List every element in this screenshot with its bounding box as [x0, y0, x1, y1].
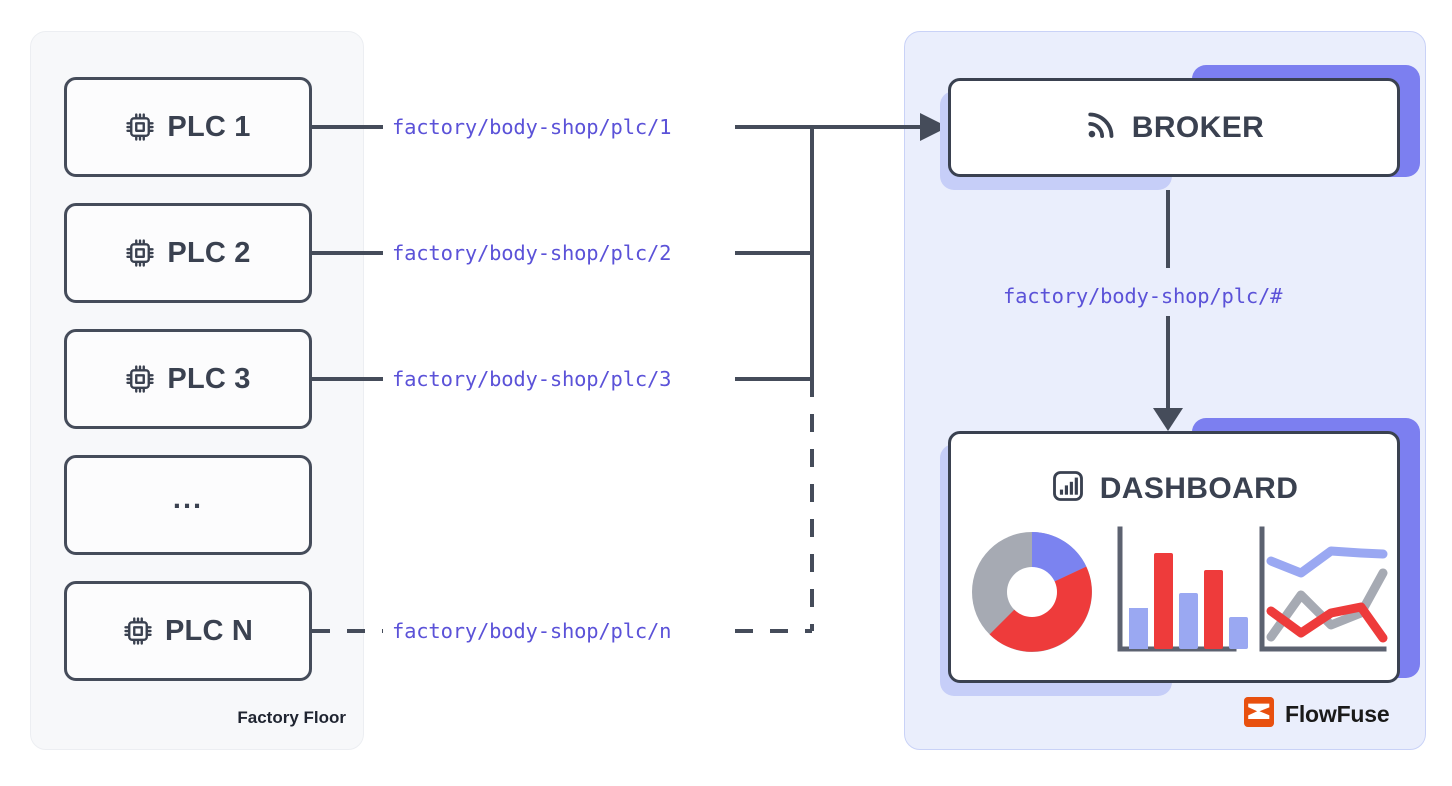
topic-label-plcn: factory/body-shop/plc/n	[392, 619, 672, 643]
donut-chart	[972, 532, 1092, 652]
plc-card-2[interactable]: PLC 2	[64, 203, 312, 303]
plc-label: PLC 2	[167, 236, 251, 269]
broker-card-face: BROKER	[948, 78, 1400, 177]
bar-chart	[1117, 526, 1248, 652]
chip-icon	[123, 616, 153, 646]
plc-card-3[interactable]: PLC 3	[64, 329, 312, 429]
dashboard-charts	[972, 526, 1388, 652]
plc-card-n[interactable]: PLC N	[64, 581, 312, 681]
flowfuse-brand: FlowFuse	[1244, 697, 1390, 732]
arrowhead-to-broker	[920, 113, 948, 141]
bar-chart-icon	[1050, 468, 1086, 509]
chip-icon	[125, 238, 155, 268]
factory-floor-label: Factory Floor	[237, 708, 346, 727]
chip-icon	[125, 364, 155, 394]
broker-title: BROKER	[1131, 110, 1265, 144]
plc-label: PLC 3	[167, 362, 251, 395]
flowfuse-name: FlowFuse	[1285, 701, 1390, 727]
plc-card-ellipsis: ...	[64, 455, 312, 555]
dashboard-title: DASHBOARD	[1099, 471, 1299, 505]
dashboard-card-face: DASHBOARD	[948, 431, 1400, 683]
plc-label: PLC N	[165, 614, 253, 647]
broker-card[interactable]: BROKER	[940, 65, 1420, 190]
arrowhead-to-dashboard	[1153, 408, 1183, 431]
flowfuse-logo-icon	[1244, 697, 1274, 732]
chip-icon	[125, 112, 155, 142]
topic-label-plc1: factory/body-shop/plc/1	[392, 115, 672, 139]
plc-card-1[interactable]: PLC 1	[64, 77, 312, 177]
dashboard-card[interactable]: DASHBOARD	[940, 418, 1420, 696]
line-chart	[1259, 526, 1388, 652]
rss-signal-icon	[1084, 108, 1118, 147]
topic-label-subscribe: factory/body-shop/plc/#	[1003, 284, 1283, 308]
plc-label: PLC 1	[167, 110, 251, 143]
ellipsis-label: ...	[172, 482, 204, 515]
topic-label-plc2: factory/body-shop/plc/2	[392, 241, 672, 265]
topic-label-plc3: factory/body-shop/plc/3	[392, 367, 672, 391]
